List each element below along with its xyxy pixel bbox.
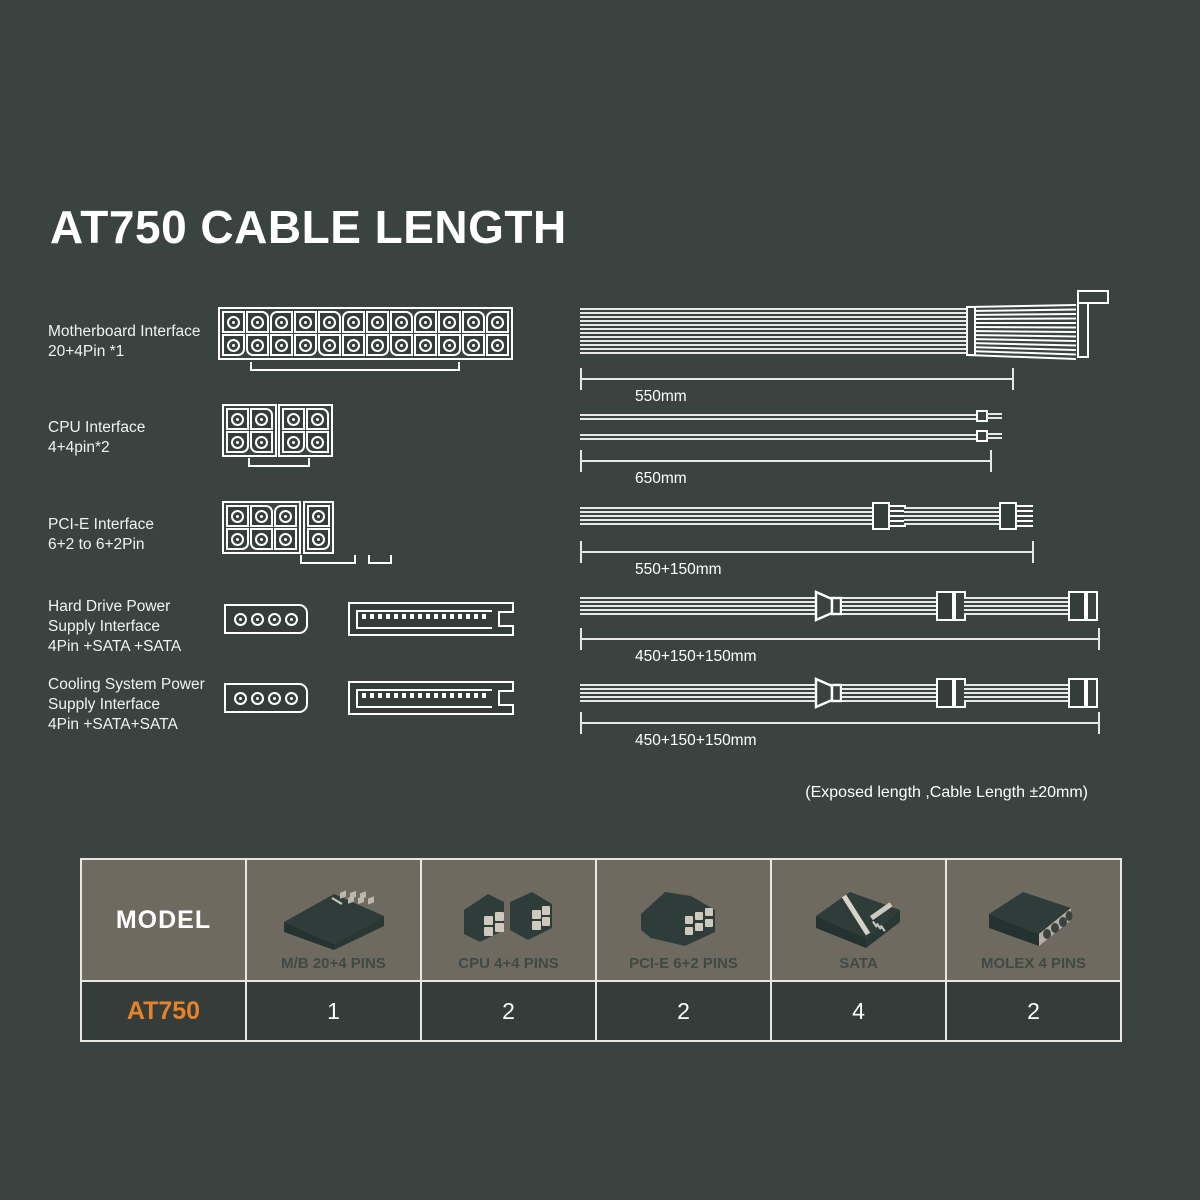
cpu-connector-icon — [422, 881, 595, 955]
sata-icon — [348, 681, 514, 715]
model-spec-table: MODEL — [80, 858, 1122, 1042]
column-caption: CPU 4+4 PINS — [458, 955, 559, 972]
row-label-motherboard: Motherboard Interface 20+4Pin *1 — [48, 323, 201, 360]
molex-icon — [224, 683, 308, 713]
pcie-connector-icon — [222, 501, 392, 564]
table-header-cpu: CPU 4+4 PINS — [420, 858, 597, 982]
molex-icon — [224, 604, 308, 634]
page-title: AT750 CABLE LENGTH — [50, 201, 567, 253]
table-row: AT750 1 2 2 4 2 — [80, 980, 1122, 1042]
connector-clip — [300, 555, 356, 564]
table-header-sata: SATA — [770, 858, 947, 982]
mb-connector-icon — [247, 881, 420, 955]
count-pcie: 2 — [595, 980, 772, 1042]
model-header-label: MODEL — [115, 905, 212, 934]
dimension-label: 550mm — [635, 388, 687, 405]
row-label-cpu: CPU Interface 4+4pin*2 — [48, 419, 146, 456]
count-sata: 4 — [770, 980, 947, 1042]
sata-plug-2 — [1068, 678, 1086, 708]
table-header-mb: M/B 20+4 PINS — [245, 858, 422, 982]
dimension-label: 450+150+150mm — [635, 732, 757, 749]
molex-connector-icon — [947, 881, 1120, 955]
cpu-plug-upper — [976, 410, 988, 422]
table-header-model: MODEL — [80, 858, 247, 982]
column-caption: MOLEX 4 PINS — [980, 955, 1087, 972]
sata-plug-2-body — [1086, 591, 1098, 621]
count-molex: 2 — [945, 980, 1122, 1042]
row-label-hard-drive: Hard Drive Power Supply Interface 4Pin +… — [48, 598, 182, 655]
sata-icon — [348, 602, 514, 636]
column-caption: M/B 20+4 PINS — [281, 955, 386, 972]
row-label-pcie: PCI-E Interface 6+2 to 6+2Pin — [48, 516, 154, 553]
table-header-pcie: PCI-E 6+2 PINS — [595, 858, 772, 982]
row-label-cooling: Cooling System Power Supply Interface 4P… — [48, 676, 205, 733]
column-caption: SATA — [839, 955, 878, 972]
cpu-plug-lower — [976, 430, 988, 442]
sata-plug-1 — [936, 591, 954, 621]
cable-length-note: (Exposed length ,Cable Length ±20mm) — [805, 784, 1088, 801]
molex-plug — [814, 590, 843, 622]
connector-clip-small — [368, 555, 392, 564]
motherboard-connector-icon — [218, 307, 513, 371]
cable-ribbon — [580, 308, 972, 354]
motherboard-plug-tab — [1077, 290, 1109, 304]
sata-connector-icon — [772, 881, 945, 955]
pcie-connector-icon — [597, 881, 770, 955]
column-caption: PCI-E 6+2 PINS — [629, 955, 738, 972]
connector-clip — [248, 458, 310, 467]
cpu-connector-icon — [222, 404, 333, 467]
table-header-molex: MOLEX 4 PINS — [945, 858, 1122, 982]
count-cpu: 2 — [420, 980, 597, 1042]
dimension-label: 550+150mm — [635, 561, 722, 578]
count-mb: 1 — [245, 980, 422, 1042]
model-value: AT750 — [80, 980, 247, 1042]
pcie-plug-2 — [999, 502, 1017, 530]
cooling-connector-icons — [224, 681, 514, 715]
motherboard-plug — [1077, 300, 1089, 358]
hard-drive-connector-icons — [224, 602, 514, 636]
sata-plug-1 — [936, 678, 954, 708]
connector-clip — [250, 362, 460, 371]
molex-plug — [814, 677, 843, 709]
pcie-plug-2-pins — [1017, 505, 1033, 527]
sata-plug-2 — [1068, 591, 1086, 621]
sata-plug-2-body — [1086, 678, 1098, 708]
pcie-plug-1-pins — [890, 505, 906, 527]
pcie-plug-1 — [872, 502, 890, 530]
cable-fanout — [967, 302, 1080, 362]
dimension-label: 450+150+150mm — [635, 648, 757, 665]
dimension-label: 650mm — [635, 470, 687, 487]
cable-sleeve — [966, 306, 976, 356]
table-header-row: MODEL — [80, 858, 1122, 982]
